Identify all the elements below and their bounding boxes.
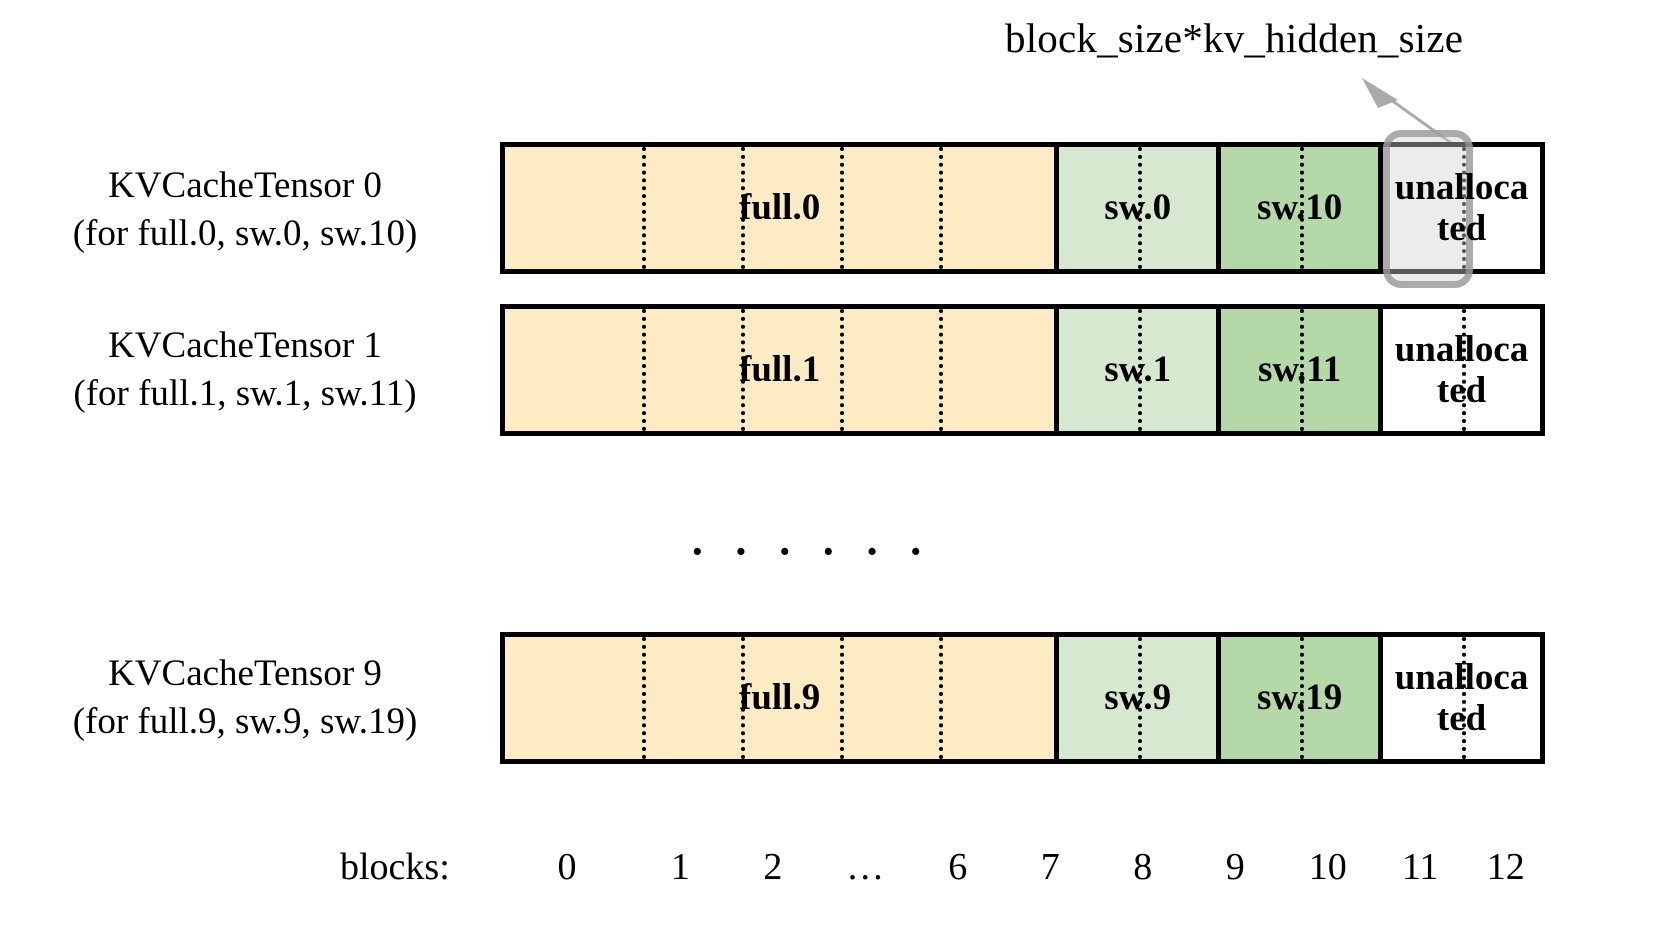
block-divider: [840, 637, 845, 759]
block-divider: [938, 147, 943, 269]
block-tick-2: 2: [763, 846, 783, 888]
block-tick-9: 9: [1225, 846, 1245, 888]
segment-label: sw.9: [1104, 677, 1172, 719]
segment-label: sw.1: [1104, 349, 1172, 391]
segment-label: sw.19: [1256, 677, 1343, 719]
segment-sw-11[interactable]: sw.11: [1216, 309, 1379, 431]
row-label-line1: KVCacheTensor 0: [108, 165, 382, 206]
segment-label: sw.0: [1104, 187, 1172, 229]
row-label-tensor-9: KVCacheTensor 9 (for full.9, sw.9, sw.19…: [10, 650, 480, 746]
blocks-axis: 0 1 2 … 6 7 8 9 10 11 12: [500, 848, 1545, 886]
rows-ellipsis: · · · · · ·: [690, 527, 933, 576]
block-divider: [642, 147, 647, 269]
segment-full-1[interactable]: full.1: [505, 309, 1055, 431]
blocks-axis-title: blocks:: [340, 846, 450, 888]
row-label-line2: (for full.1, sw.1, sw.11): [73, 373, 417, 415]
block-divider: [642, 637, 647, 759]
row-label-line2: (for full.0, sw.0, sw.10): [72, 213, 418, 255]
segment-sw-10[interactable]: sw.10: [1216, 147, 1379, 269]
segment-sw-19[interactable]: sw.19: [1216, 637, 1379, 759]
block-tick-11: 11: [1401, 846, 1439, 888]
segment-full-0[interactable]: full.0: [505, 147, 1055, 269]
segment-label: sw.11: [1257, 349, 1342, 391]
segment-label: full.1: [739, 349, 821, 391]
segment-label: sw.10: [1256, 187, 1343, 229]
annotation-label: block_size*kv_hidden_size: [1005, 15, 1464, 61]
block-divider: [938, 637, 943, 759]
segment-sw-1[interactable]: sw.1: [1054, 309, 1217, 431]
block-divider: [642, 309, 647, 431]
row-label-line1: KVCacheTensor 9: [108, 653, 382, 694]
row-label-tensor-1: KVCacheTensor 1 (for full.1, sw.1, sw.11…: [10, 322, 480, 418]
segment-full-9[interactable]: full.9: [505, 637, 1055, 759]
row-label-line2: (for full.9, sw.9, sw.19): [72, 701, 418, 743]
block-tick-0: 0: [557, 846, 577, 888]
block-divider: [938, 309, 943, 431]
block-divider: [840, 147, 845, 269]
block-tick-6: 6: [948, 846, 968, 888]
block-tick-ellipsis: …: [846, 846, 885, 888]
block-tick-10: 10: [1308, 846, 1347, 888]
segment-sw-0[interactable]: sw.0: [1054, 147, 1217, 269]
row-label-line1: KVCacheTensor 1: [108, 325, 382, 366]
block-tick-1: 1: [670, 846, 690, 888]
segment-label: full.0: [739, 187, 821, 229]
segment-label: full.9: [739, 677, 821, 719]
block-tick-7: 7: [1040, 846, 1060, 888]
block-tick-12: 12: [1486, 846, 1525, 888]
segment-sw-9[interactable]: sw.9: [1054, 637, 1217, 759]
block-divider: [840, 309, 845, 431]
block-tick-8: 8: [1133, 846, 1153, 888]
row-label-tensor-0: KVCacheTensor 0 (for full.0, sw.0, sw.10…: [10, 162, 480, 258]
